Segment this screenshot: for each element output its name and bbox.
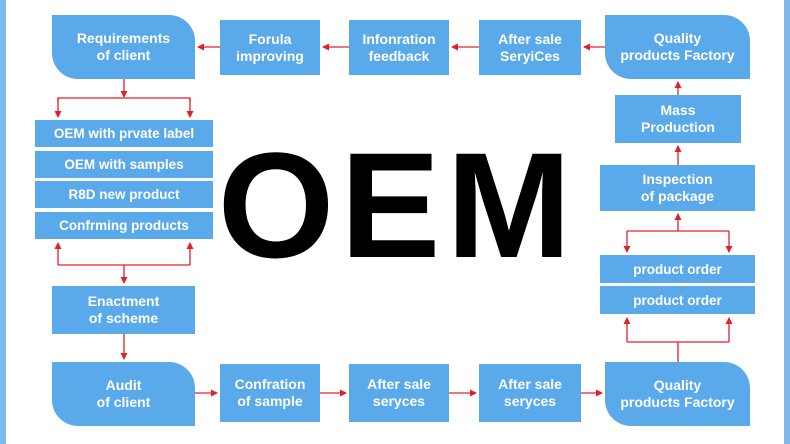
audit-of-client-box: Audit of client: [52, 362, 195, 426]
oem-with-samples-box: OEM with samples: [35, 151, 213, 178]
r8d-new-product-box: R8D new product: [35, 181, 213, 208]
after-sale-services-bottom-1-box: After sale seryces: [349, 364, 449, 422]
right-frame-border: [784, 0, 790, 444]
infonration-feedback-box: Infonration feedback: [349, 20, 449, 75]
quality-products-factory-bottom-box: Quality products Factory: [605, 362, 750, 426]
product-order-1-box: product order: [600, 255, 755, 283]
inspection-of-package-box: Inspection of package: [600, 165, 755, 211]
mass-production-box: Mass Production: [615, 95, 741, 143]
after-sale-services-bottom-2-box: After sale seryces: [479, 364, 581, 422]
left-frame-border: [0, 0, 6, 444]
split-bar-top-left: [57, 97, 191, 101]
enactment-of-scheme-box: Enactment of scheme: [52, 286, 195, 334]
oem-private-label-box: OEM with prvate label: [35, 120, 213, 147]
quality-products-factory-top-box: Quality products Factory: [605, 15, 750, 79]
confirming-products-box: Confrming products: [35, 212, 213, 239]
after-sale-services-box: After sale SeryiCes: [479, 20, 581, 75]
forula-improving-box: Forula improving: [220, 20, 320, 75]
requirements-of-client-box: Requirements of client: [52, 15, 195, 79]
product-order-2-box: product order: [600, 286, 755, 314]
confration-of-sample-box: Confration of sample: [220, 364, 320, 422]
oem-title: OEM: [217, 120, 578, 289]
